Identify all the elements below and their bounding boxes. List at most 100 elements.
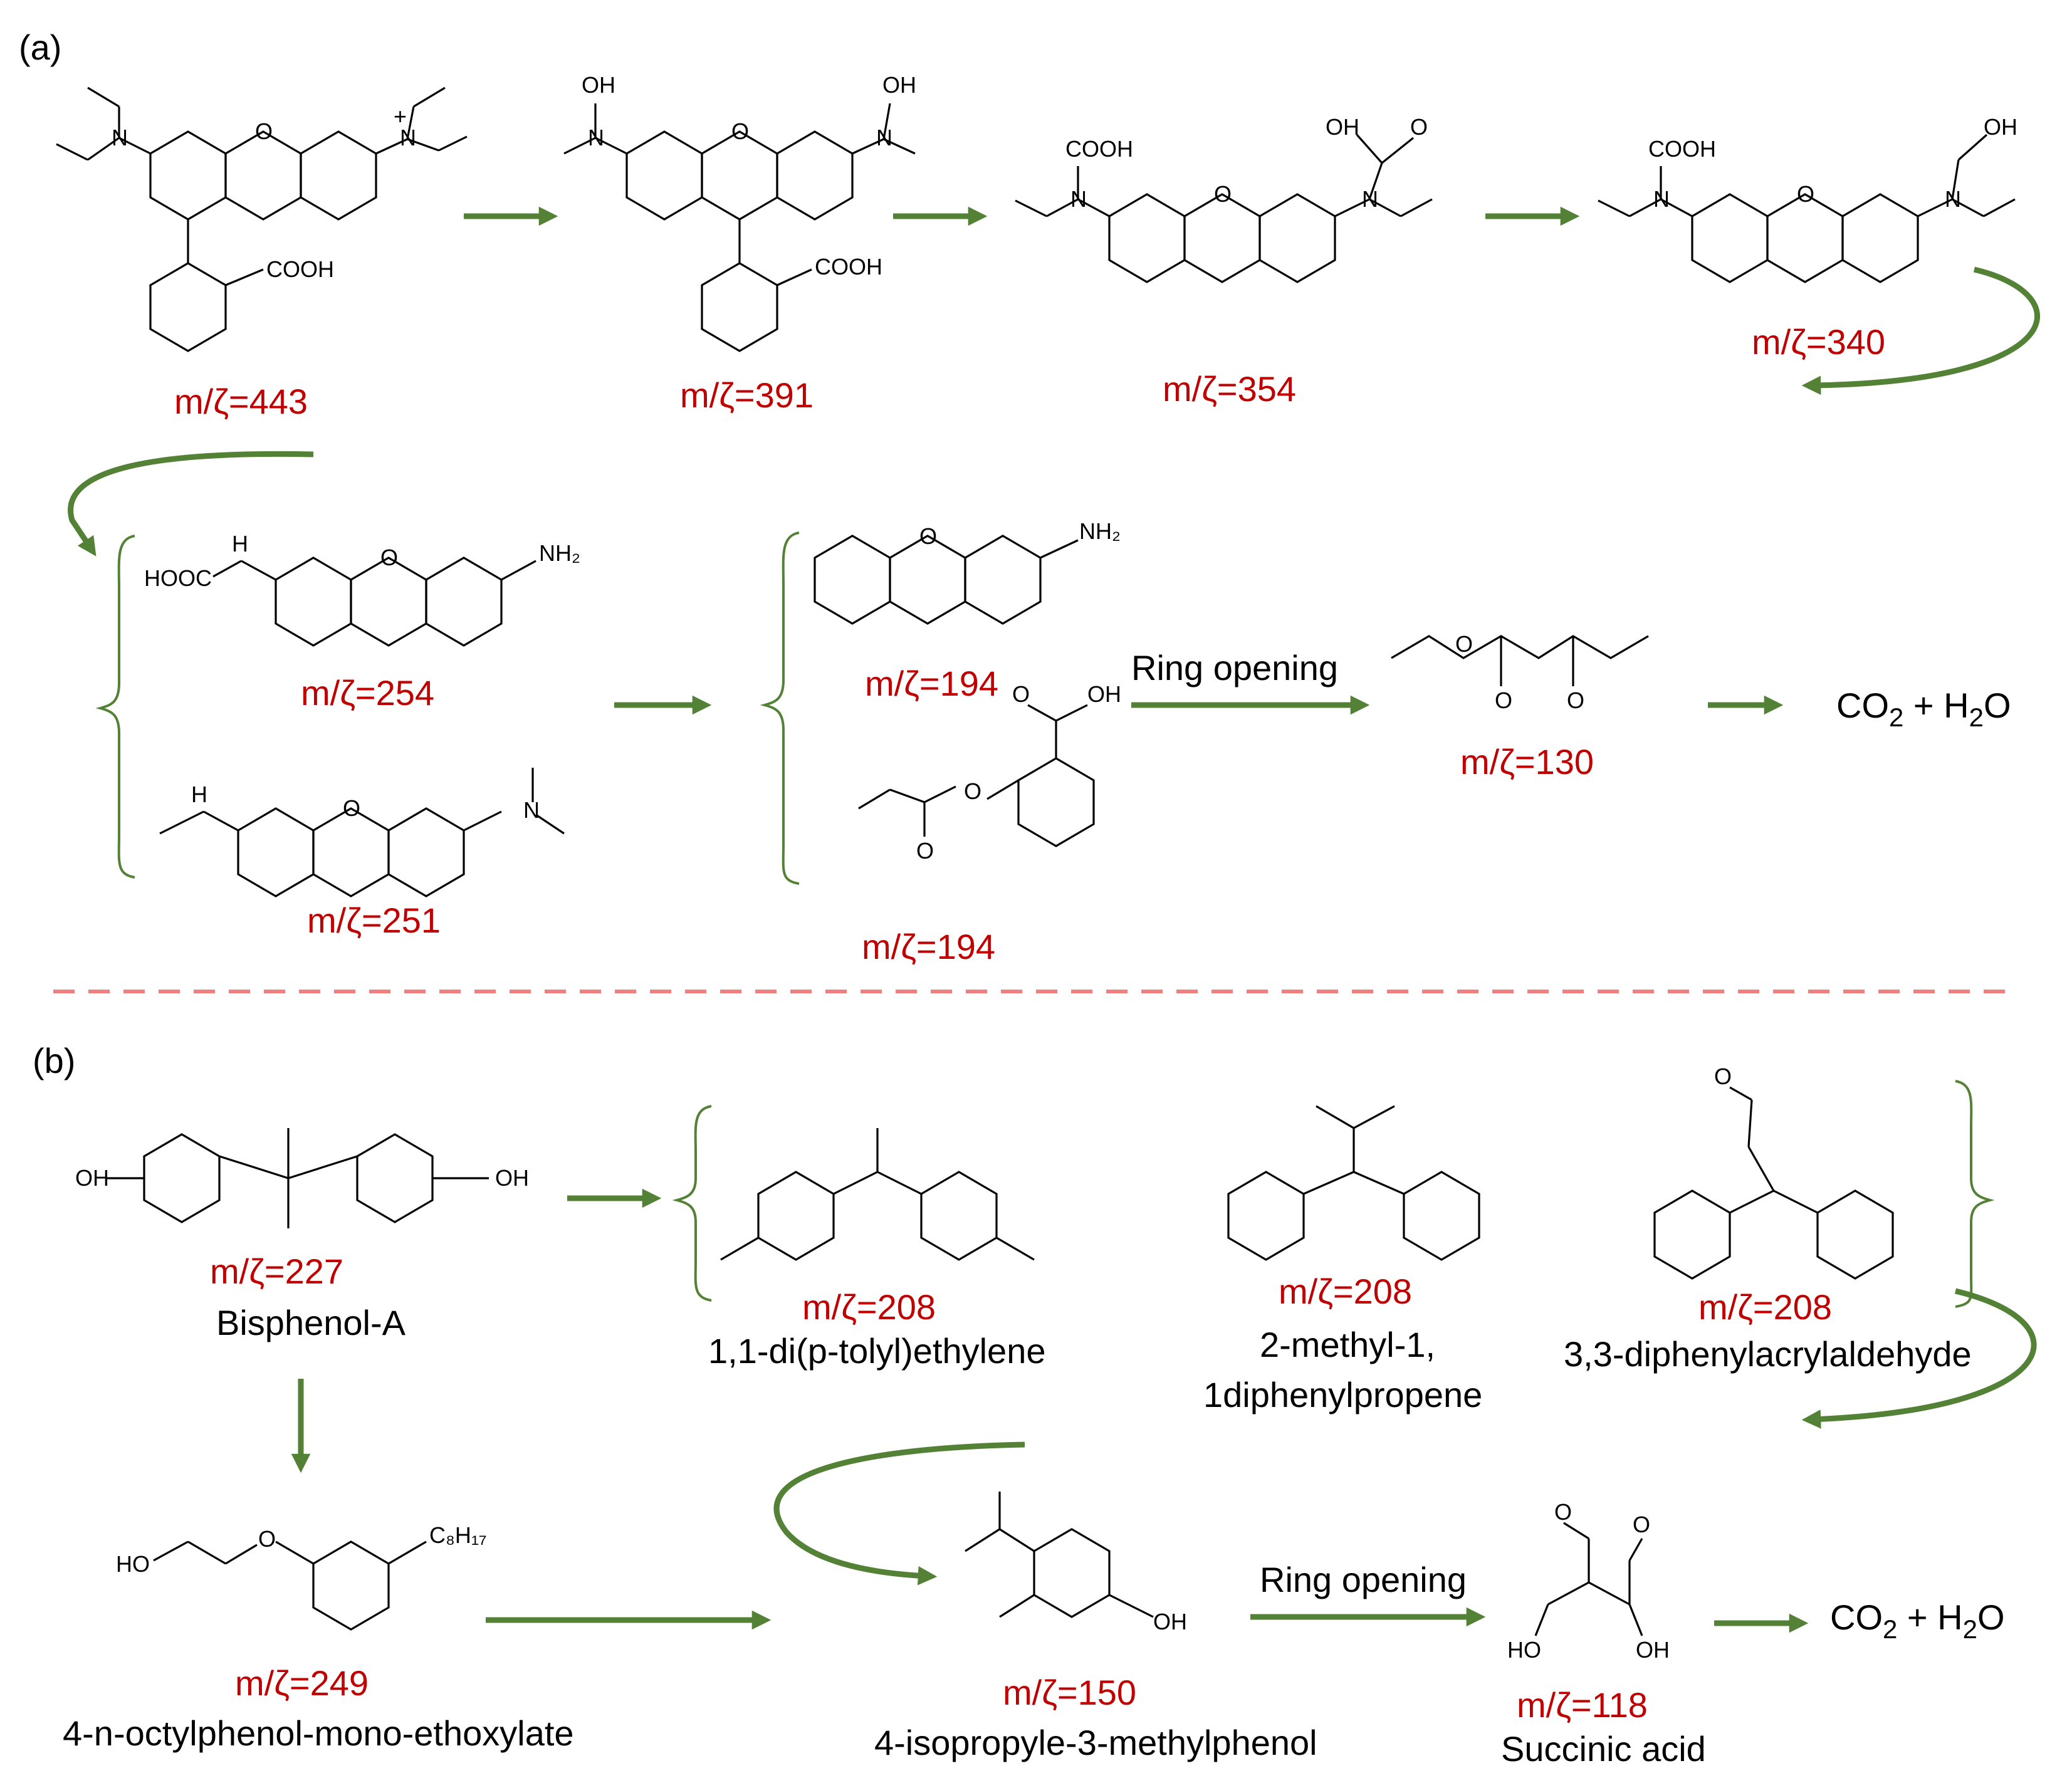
atom-oh: OH [582, 72, 615, 98]
atom-h: H [191, 782, 207, 807]
atom-oh: OH [1153, 1609, 1187, 1634]
molecule-208-a [720, 1128, 1035, 1261]
atom-o: O [916, 838, 934, 864]
compound-name: 4-isopropyle-3-methylphenol [874, 1723, 1317, 1762]
atom-n: N [876, 125, 892, 150]
atom-o: O [1012, 681, 1030, 707]
molecule-227 [107, 1128, 489, 1228]
atom-oh: OH [882, 72, 916, 98]
mz-label: m/ζ=118 [1517, 1685, 1648, 1725]
ring-opening-label: Ring opening [1260, 1560, 1467, 1599]
mz-label: m/ζ=194 [865, 664, 998, 703]
atom-oh: OH [1984, 114, 2017, 140]
atom-oh: OH [1326, 114, 1359, 140]
atom-cooh: COOH [1648, 136, 1716, 162]
mz-label: m/ζ=208 [802, 1287, 936, 1327]
molecule-208-c [1653, 1086, 1894, 1280]
mz-label: m/ζ=443 [174, 382, 308, 421]
atom-nh2: NH₂ [1079, 518, 1121, 544]
compound-name: Succinic acid [1501, 1729, 1706, 1769]
final-product-b: CO2 + H2O [1830, 1597, 2005, 1644]
atom-n: N [1945, 186, 1961, 212]
molecule-130 [1391, 635, 1649, 686]
atom-n: N [588, 125, 604, 150]
atom-o: O [1714, 1064, 1732, 1089]
atom-o: O [1410, 114, 1428, 140]
atom-n: N [1653, 186, 1670, 212]
mz-label: m/ζ=194 [862, 927, 995, 966]
atom-o: O [1495, 687, 1512, 713]
mz-label: m/ζ=130 [1460, 742, 1594, 782]
charge-plus: + [394, 103, 407, 129]
atom-o: O [380, 545, 398, 570]
mz-label: m/ζ=150 [1003, 1673, 1136, 1712]
molecule-340 [1598, 133, 2016, 283]
atom-o: O [1567, 687, 1584, 713]
mz-label: m/ζ=391 [680, 375, 814, 415]
atom-oh: OH [75, 1165, 109, 1191]
panel-b-label: (b) [33, 1041, 75, 1080]
atom-ho: HO [116, 1551, 150, 1577]
atom-o: O [1633, 1512, 1650, 1537]
atom-n: N [112, 125, 128, 150]
atom-o: O [964, 778, 981, 804]
atom-cooh: COOH [815, 254, 882, 280]
molecule-391 [563, 103, 916, 352]
atom-o: O [1797, 181, 1814, 207]
molecule-354 [1015, 133, 1433, 283]
brace-right [1955, 1080, 1995, 1308]
molecule-208-b [1227, 1105, 1480, 1261]
brace-left [95, 535, 135, 879]
compound-name: Bisphenol-A [216, 1303, 406, 1342]
molecule-249 [153, 1540, 427, 1631]
atom-n: N [1362, 186, 1378, 212]
mz-label: m/ζ=208 [1279, 1272, 1412, 1311]
atom-nh2: NH₂ [539, 540, 580, 566]
final-product-a: CO2 + H2O [1836, 686, 2011, 732]
molecule-443 [56, 86, 468, 352]
svg-text:CO2 + H2O: CO2 + H2O [1836, 686, 2011, 732]
compound-name: 1,1-di(p-tolyl)ethylene [708, 1331, 1045, 1371]
mz-label: m/ζ=251 [307, 901, 441, 940]
molecule-150 [965, 1492, 1154, 1618]
molecule-254 [212, 557, 536, 647]
atom-o: O [1455, 631, 1473, 657]
atom-ho: HO [1507, 1637, 1541, 1663]
atom-o: O [919, 523, 937, 549]
atom-o: O [1214, 181, 1232, 207]
atom-oh: OH [1087, 681, 1121, 707]
brace-left [672, 1105, 712, 1302]
atom-o: O [1554, 1499, 1572, 1525]
atom-cooh: COOH [1065, 136, 1133, 162]
compound-name: 3,3-diphenylacrylaldehyde [1564, 1334, 1972, 1374]
panel-a-arrows [68, 206, 2041, 715]
atom-oh: OH [495, 1165, 529, 1191]
panel-b-arrows [291, 1188, 2037, 1633]
brace-left [760, 531, 800, 885]
atom-c8h17: C₈H₁₇ [429, 1522, 486, 1548]
molecule-194-b [858, 704, 1095, 847]
atom-n: N [400, 125, 416, 150]
atom-o: O [255, 118, 273, 144]
atom-o: O [343, 795, 360, 821]
atom-h: H [232, 531, 248, 557]
molecule-194-a [814, 535, 1079, 625]
compound-name: 2-methyl-1, [1260, 1325, 1435, 1364]
mz-label: m/ζ=249 [235, 1663, 369, 1703]
atom-cooh: COOH [266, 256, 334, 282]
mz-label: m/ζ=354 [1163, 369, 1296, 409]
mz-label: m/ζ=208 [1698, 1287, 1832, 1327]
atom-n: N [1070, 186, 1087, 212]
atom-n: N [523, 797, 540, 823]
molecule-118 [1534, 1522, 1643, 1636]
mz-label: m/ζ=227 [210, 1252, 343, 1291]
compound-name: 4-n-octylphenol-mono-ethoxylate [63, 1713, 574, 1753]
atom-oh: OH [1636, 1637, 1670, 1663]
mz-label: m/ζ=340 [1752, 322, 1885, 362]
atom-o: O [731, 118, 749, 144]
ring-opening-label: Ring opening [1131, 648, 1338, 687]
mz-label: m/ζ=254 [301, 673, 434, 713]
panel-a-label: (a) [19, 28, 61, 67]
atom-o: O [258, 1526, 276, 1552]
